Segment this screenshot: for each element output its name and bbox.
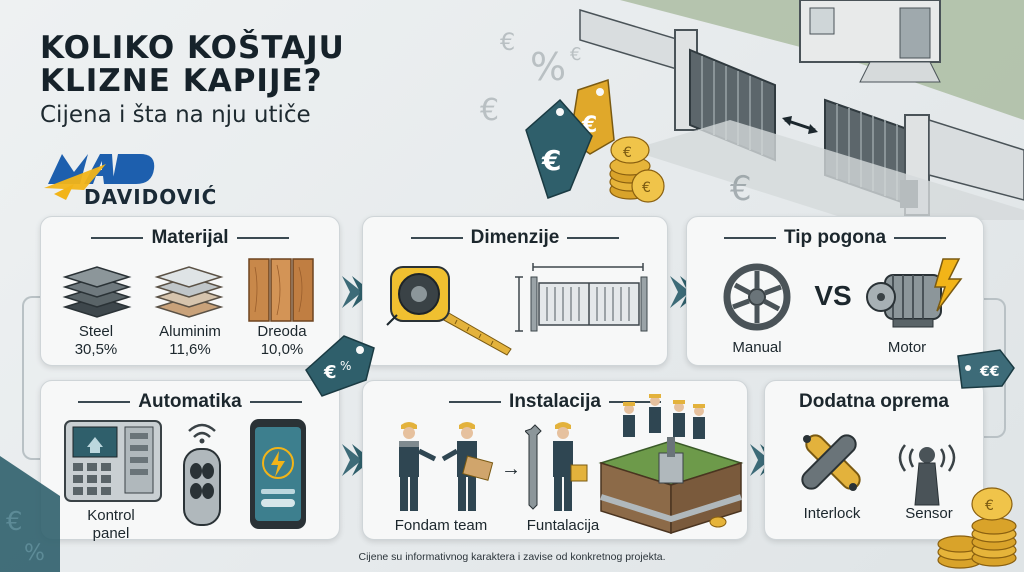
- wood-panels-icon: [248, 258, 314, 322]
- worker-wrench-icon: [525, 422, 588, 511]
- card-automatika[interactable]: Automatika Kontrol panel: [40, 380, 340, 542]
- workers-team-icon: [399, 422, 494, 511]
- card-title: Materijal: [41, 227, 339, 249]
- svg-text:€€: €€: [979, 364, 999, 380]
- page-subtitle: Cijena i šta na nju utiče: [40, 102, 311, 128]
- page-title: KOLIKO KOŠTAJU KLIZNE KAPIJE?: [40, 32, 420, 98]
- process-arrow-icon: →: [501, 458, 521, 480]
- gate-scene-illustration: € € % € € € € € €: [480, 0, 1024, 220]
- svg-text:%: %: [530, 45, 566, 89]
- svg-text:€: €: [6, 507, 23, 537]
- gate-dimensions-icon: [515, 263, 648, 332]
- steel-label: Steel 30,5%: [74, 323, 118, 358]
- card-tip-pogona[interactable]: Tip pogona VS Manual Motor: [686, 216, 984, 366]
- coin-icon: [709, 516, 727, 528]
- tape-measure-icon: [386, 266, 512, 356]
- brand-logo[interactable]: [44, 150, 214, 210]
- price-tag-icon: €€: [957, 349, 1015, 389]
- card-title: Tip pogona: [687, 227, 983, 249]
- steel-plates-icon: [62, 266, 132, 318]
- disclaimer-note: Cijene su informativnog karaktera i zavi…: [358, 551, 666, 563]
- interlock-label: Interlock: [803, 505, 861, 522]
- handwheel-icon: [723, 263, 791, 331]
- smartphone-app-icon: [250, 419, 306, 529]
- foundation-icon: [598, 394, 744, 535]
- funtalacija-label: Funtalacija: [526, 517, 600, 534]
- corner-decoration: € %: [0, 456, 60, 572]
- interlock-icon: [801, 434, 861, 491]
- kontrol-panel-label: Kontrol panel: [87, 507, 135, 542]
- card-title: Instalacija: [363, 391, 747, 413]
- title-line-2: KLIZNE KAPIJE?: [40, 62, 323, 99]
- svg-text:€: €: [623, 145, 632, 161]
- svg-text:€: €: [480, 93, 499, 128]
- svg-text:€: €: [500, 28, 515, 56]
- svg-text:€: €: [642, 180, 651, 196]
- aluminium-plates-icon: [154, 266, 224, 318]
- card-title: Dodatna oprema: [799, 391, 949, 412]
- dreoda-label: Dreoda 10,0%: [257, 323, 307, 358]
- brand-name: DAVIDOVIĆ: [84, 185, 218, 209]
- svg-text:€: €: [541, 144, 561, 177]
- svg-text:€: €: [570, 44, 581, 65]
- card-title: Dimenzije: [363, 227, 667, 249]
- svg-text:%: %: [340, 359, 351, 373]
- title-line-1: KOLIKO KOŠTAJU: [40, 30, 345, 66]
- left-connector: [22, 296, 42, 460]
- sensor-icon: [898, 444, 956, 506]
- coin-stack-icon: €: [937, 487, 1017, 569]
- card-dodatna-oprema[interactable]: Dodatna oprema Interlock Sensor: [764, 380, 984, 540]
- control-panel-icon: [64, 420, 162, 502]
- remote-control-icon: [183, 423, 221, 526]
- electric-motor-icon: [866, 258, 963, 328]
- vs-label: VS: [814, 280, 852, 311]
- card-materijal[interactable]: Materijal Steel 30,5% Alu: [40, 216, 340, 366]
- card-title: Automatika: [41, 391, 339, 413]
- svg-text:€: €: [730, 169, 752, 209]
- aluminim-label: Aluminim 11,6%: [159, 323, 221, 358]
- card-instalacija[interactable]: Instalacija →: [362, 380, 748, 540]
- svg-text:€: €: [985, 498, 994, 514]
- motor-label: Motor: [887, 339, 927, 356]
- svg-text:%: %: [24, 541, 45, 566]
- fondam-team-label: Fondam team: [394, 517, 488, 534]
- svg-text:€: €: [323, 362, 337, 383]
- card-dimenzije[interactable]: Dimenzije: [362, 216, 668, 366]
- sensor-label: Sensor: [905, 505, 953, 522]
- price-tag-icon: € %: [305, 335, 375, 397]
- manual-label: Manual: [732, 339, 782, 356]
